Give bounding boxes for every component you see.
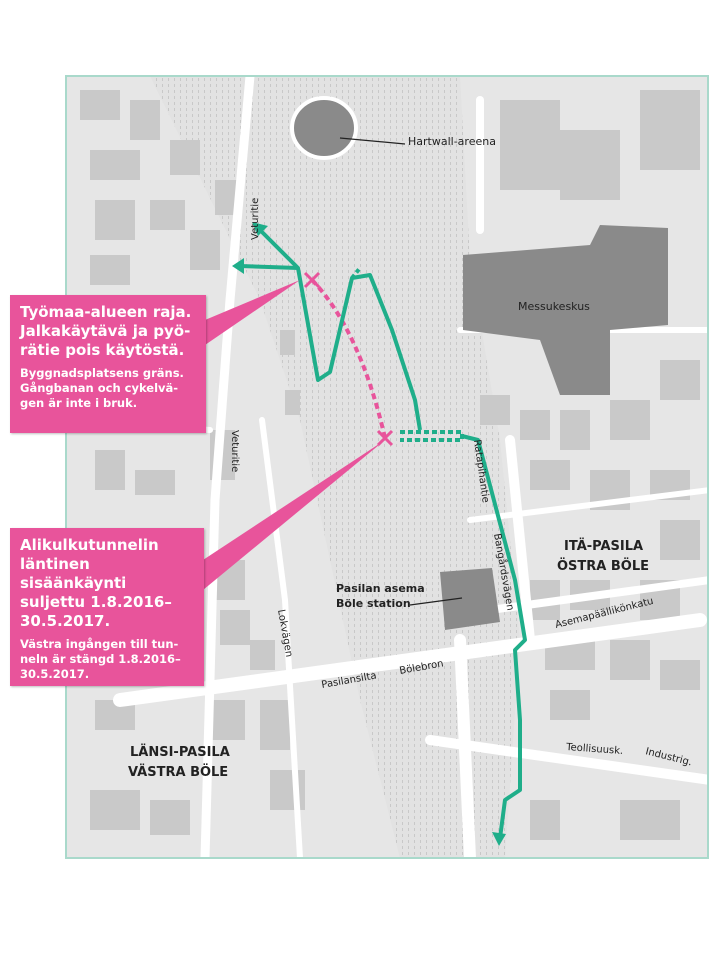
buildings-east [480, 90, 700, 840]
callout-fi-text: Alikulkutunnelin läntinen sisäänkäynti s… [20, 536, 194, 631]
text-line: suljettu 1.8.2016– [20, 593, 172, 611]
callout-sv-text: Västra ingången till tun- neln är stängd… [20, 637, 194, 682]
text-line: gen är inte i bruk. [20, 396, 138, 410]
callout-tunnel-closed: Alikulkutunnelin läntinen sisäänkäynti s… [10, 528, 204, 686]
label-hartwall: Hartwall-areena [408, 135, 496, 148]
label-station-sv: Böle station [336, 597, 411, 610]
callout-pointer [203, 440, 385, 590]
detour-route [239, 226, 527, 839]
text-line: neln är stängd 1.8.2016– [20, 652, 181, 666]
street-veturitie: Veturitie [250, 198, 261, 240]
text-line: Alikulkutunnelin [20, 536, 159, 554]
text-line: Västra ingången till tun- [20, 637, 179, 651]
station-leader-line [409, 597, 463, 606]
closed-x-icon [303, 271, 394, 447]
text-line: Työmaa-alueen raja. [20, 303, 192, 321]
text-line: 30.5.2017. [20, 667, 90, 681]
pasila-station-building[interactable] [440, 568, 500, 630]
district-ita-pasila: ITÄ-PASILA [564, 538, 643, 554]
text-line: läntinen sisäänkäynti [20, 555, 127, 592]
map-frame [65, 75, 709, 859]
text-line: 30.5.2017. [20, 612, 111, 630]
arena-leader-line [339, 137, 406, 145]
callout-pointer [205, 280, 300, 345]
hartwall-arena[interactable] [290, 96, 358, 160]
callout-fi-text: Työmaa-alueen raja. Jalkakäytävä ja pyö-… [20, 303, 196, 360]
district-ostra-bole: ÖSTRA BÖLE [557, 558, 649, 574]
callout-construction-boundary: Työmaa-alueen raja. Jalkakäytävä ja pyö-… [10, 295, 206, 433]
callout-sv-text: Byggnadsplatsens gräns. Gångbanan och cy… [20, 366, 196, 411]
messukeskus-building[interactable] [463, 225, 668, 395]
text-line: Jalkakäytävä ja pyö- [20, 322, 191, 340]
label-station-fi: Pasilan asema [336, 582, 425, 595]
route-arrow-icon [232, 222, 506, 846]
label-messukeskus: Messukeskus [518, 300, 590, 313]
district-vastra-bole: VÄSTRA BÖLE [128, 764, 228, 780]
text-line: Byggnadsplatsens gräns. [20, 366, 184, 380]
street-veturitie: Veturitie [229, 430, 240, 472]
text-line: rätie pois käytöstä. [20, 341, 185, 359]
district-lansi-pasila: LÄNSI-PASILA [130, 744, 230, 760]
street-teollisuusk: Teollisuusk. [565, 742, 624, 757]
closed-path [310, 278, 387, 439]
text-line: Gångbanan och cykelvä- [20, 381, 179, 395]
